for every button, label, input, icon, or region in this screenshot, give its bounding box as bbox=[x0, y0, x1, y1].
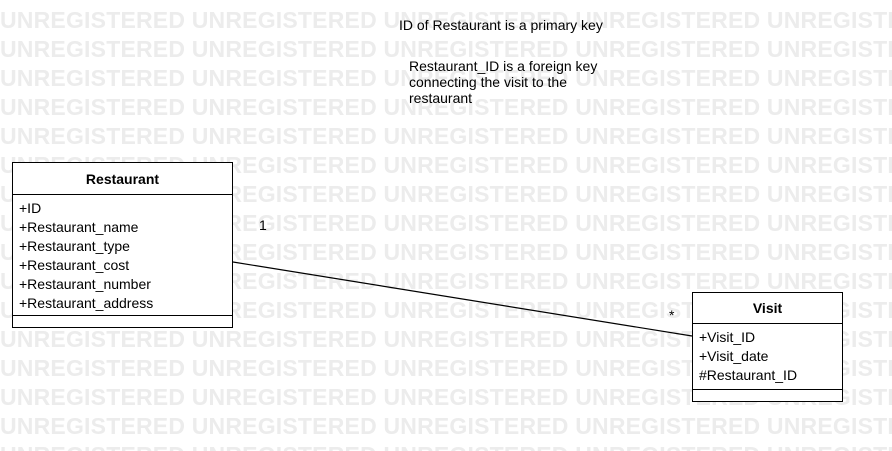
visit-multiplicity: * bbox=[669, 307, 675, 323]
foreign-key-note-line: restaurant bbox=[409, 90, 473, 106]
visit-class-box[interactable]: Visit +Visit_ID +Visit_date #Restaurant_… bbox=[692, 292, 843, 402]
restaurant-attributes: +ID +Restaurant_name +Restaurant_type +R… bbox=[13, 195, 232, 316]
restaurant-attribute: +Restaurant_number bbox=[19, 276, 151, 292]
visit-attribute: +Visit_ID bbox=[699, 329, 756, 345]
foreign-key-note-line: Restaurant_ID is a foreign key bbox=[409, 58, 598, 74]
association-line[interactable] bbox=[232, 261, 693, 337]
restaurant-attribute: +ID bbox=[19, 200, 42, 216]
restaurant-class-name: Restaurant bbox=[13, 163, 232, 195]
primary-key-note: ID of Restaurant is a primary key bbox=[399, 17, 603, 33]
restaurant-attribute: +Restaurant_name bbox=[19, 219, 139, 235]
restaurant-multiplicity: 1 bbox=[259, 217, 267, 233]
foreign-key-note-line: connecting the visit to the bbox=[409, 74, 567, 90]
visit-attribute: +Visit_date bbox=[699, 348, 769, 364]
foreign-key-note: Restaurant_ID is a foreign key connectin… bbox=[409, 58, 597, 106]
restaurant-class-box[interactable]: Restaurant +ID +Restaurant_name +Restaur… bbox=[12, 162, 233, 328]
restaurant-attribute: +Restaurant_address bbox=[19, 295, 154, 311]
visit-attribute: #Restaurant_ID bbox=[699, 367, 798, 383]
restaurant-attribute: +Restaurant_type bbox=[19, 238, 130, 254]
visit-attributes: +Visit_ID +Visit_date #Restaurant_ID bbox=[693, 324, 842, 390]
visit-class-name: Visit bbox=[693, 293, 842, 324]
restaurant-attribute: +Restaurant_cost bbox=[19, 257, 130, 273]
